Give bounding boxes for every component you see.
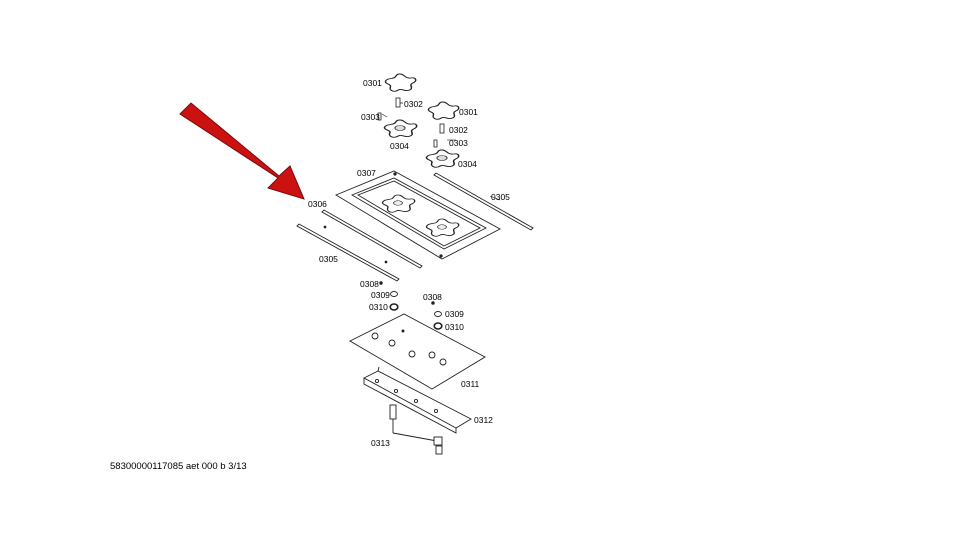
gas-connector (389, 404, 443, 455)
gasket-icon (379, 281, 443, 330)
label-0305b: 0305 (319, 254, 338, 264)
screw-icon (377, 97, 445, 148)
burner-recess-icon (425, 218, 460, 238)
hob-plate (335, 170, 501, 260)
label-0307: 0307 (357, 168, 376, 178)
part-labels: 0301 0302 0303 0304 0301 0302 0303 0304 … (308, 78, 510, 448)
label-0309a: 0309 (371, 290, 390, 300)
label-0303a: 0303 (361, 112, 380, 122)
label-0308a: 0308 (360, 279, 379, 289)
burner-base-icon (425, 149, 460, 169)
label-0305a: 0305 (491, 192, 510, 202)
label-0304a: 0304 (390, 141, 409, 151)
trim-strips (296, 172, 534, 282)
document-reference: 58300000117085 aet 000 b 3/13 (110, 461, 247, 472)
label-0306: 0306 (308, 199, 327, 209)
leader-lines (381, 113, 501, 201)
bracket (363, 366, 472, 434)
label-0310b: 0310 (445, 322, 464, 332)
label-0309b: 0309 (445, 309, 464, 319)
burner-recess-icon (381, 194, 416, 214)
burner-base-icon (383, 119, 418, 139)
burner-cap-icon (384, 73, 417, 93)
base-panel (349, 313, 486, 390)
label-0301b: 0301 (459, 107, 478, 117)
label-0301a: 0301 (363, 78, 382, 88)
label-0313: 0313 (371, 438, 390, 448)
label-0310a: 0310 (369, 302, 388, 312)
label-0312: 0312 (474, 415, 493, 425)
arrow-pointer-icon (179, 102, 305, 200)
label-0302b: 0302 (449, 125, 468, 135)
burner-cap-icon (427, 101, 460, 121)
label-0311: 0311 (461, 379, 480, 389)
label-0302a: 0302 (404, 99, 423, 109)
label-0304b: 0304 (458, 159, 477, 169)
label-0308b: 0308 (423, 292, 442, 302)
label-0303b: 0303 (449, 138, 468, 148)
